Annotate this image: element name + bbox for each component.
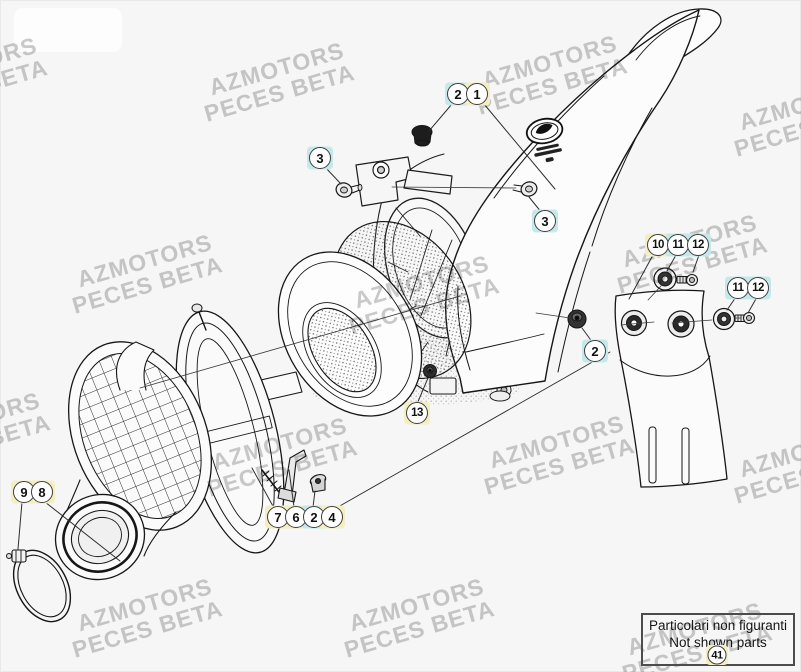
grommet-2	[567, 309, 587, 329]
grommet-11-upper	[653, 267, 677, 291]
callout-2[interactable]: 2	[303, 506, 325, 528]
screw-3-right	[512, 181, 538, 197]
callout-13[interactable]: 13	[406, 402, 428, 424]
beta-logo-badge	[525, 117, 564, 163]
mud-flap	[614, 289, 728, 488]
callout-11[interactable]: 11	[667, 234, 689, 256]
intake-boot	[54, 341, 213, 581]
not-shown-text-it: Particolari non figuranti	[648, 618, 788, 633]
callout-1[interactable]: 1	[466, 83, 488, 105]
screw-12-upper	[676, 273, 699, 287]
callout-3[interactable]: 3	[309, 147, 331, 169]
rubber-cap	[411, 125, 433, 147]
not-shown-parts-box: Particolari non figuranti Not shown part…	[641, 613, 795, 666]
hose-clamp	[6, 549, 72, 623]
callout-12[interactable]: 12	[687, 234, 709, 256]
callout-12[interactable]: 12	[747, 277, 769, 299]
callout-11[interactable]: 11	[727, 277, 749, 299]
grommet-11-lower	[712, 307, 736, 331]
axis-lines	[139, 186, 742, 389]
filter-clip-parts	[277, 449, 327, 503]
grommet-13	[423, 364, 437, 378]
screw-3-left	[335, 182, 363, 198]
callout-10[interactable]: 10	[647, 234, 669, 256]
not-shown-text-en: Not shown parts	[669, 634, 767, 650]
callout-4[interactable]: 4	[321, 506, 343, 528]
fasteners	[335, 125, 756, 378]
callout-2[interactable]: 2	[584, 340, 606, 362]
callout-41[interactable]: 41	[707, 645, 727, 665]
callout-8[interactable]: 8	[31, 481, 53, 503]
mount-bracket	[355, 156, 453, 207]
corner-highlight	[14, 8, 122, 52]
callout-3[interactable]: 3	[534, 210, 556, 232]
air-filter-element	[277, 220, 472, 417]
